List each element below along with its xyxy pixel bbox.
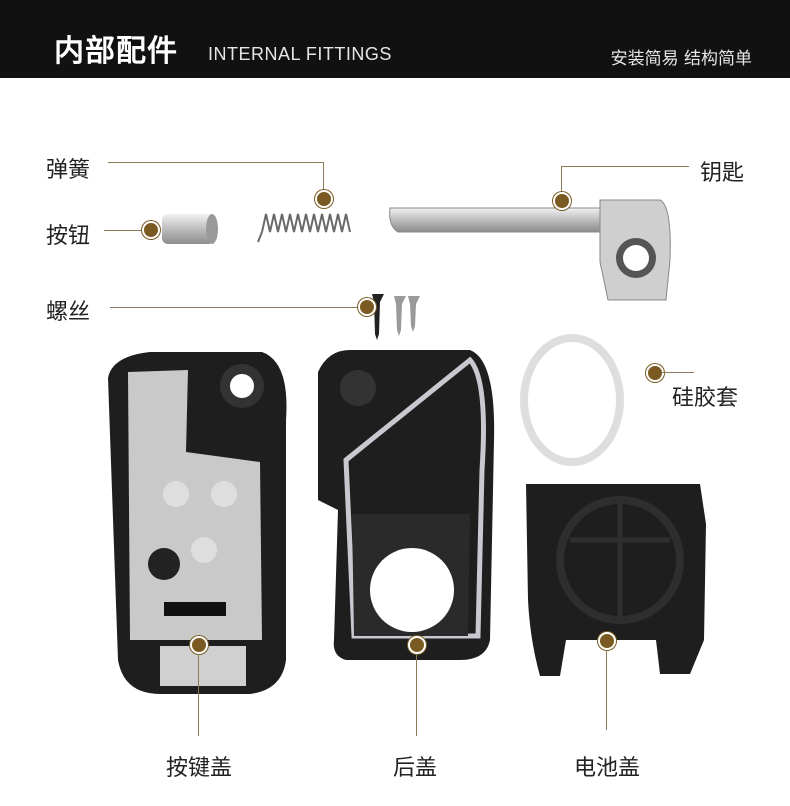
key-blade-part bbox=[389, 199, 671, 301]
label-button: 按钮 bbox=[46, 224, 91, 249]
callout-line bbox=[108, 162, 324, 163]
label-silicone-cover: 硅胶套 bbox=[672, 386, 739, 411]
callout-line bbox=[110, 307, 360, 308]
label-spring: 弹簧 bbox=[46, 158, 91, 183]
silicone-ring-part bbox=[520, 334, 624, 466]
page-title: 内部配件 bbox=[54, 34, 178, 69]
battery-cover-part bbox=[526, 484, 706, 676]
spring-part bbox=[257, 213, 351, 243]
callout-line bbox=[662, 372, 694, 373]
callout-dot bbox=[646, 364, 664, 382]
callout-dot bbox=[598, 632, 616, 650]
callout-dot bbox=[190, 636, 208, 654]
page-tagline: 安装简易 结构简单 bbox=[610, 49, 752, 69]
callout-dot bbox=[408, 636, 426, 654]
callout-dot bbox=[553, 192, 571, 210]
page-subtitle: INTERNAL FITTINGS bbox=[208, 44, 392, 64]
back-cover-part bbox=[318, 350, 495, 660]
button-cover-part bbox=[108, 352, 287, 694]
callout-line bbox=[606, 650, 607, 730]
label-battery-cover: 电池盖 bbox=[574, 756, 641, 781]
callout-line bbox=[416, 654, 417, 736]
label-back-cover: 后盖 bbox=[393, 756, 438, 781]
callout-line bbox=[198, 654, 199, 736]
callout-line bbox=[561, 166, 689, 167]
callout-line bbox=[104, 230, 144, 231]
button-part bbox=[162, 214, 218, 244]
callout-dot bbox=[358, 298, 376, 316]
screws-part bbox=[372, 294, 420, 340]
header-bar: 内部配件 INTERNAL FITTINGS 安装简易 结构简单 bbox=[0, 0, 790, 78]
callout-dot bbox=[315, 190, 333, 208]
callout-line bbox=[323, 162, 324, 192]
label-key-blade: 钥匙 bbox=[700, 161, 745, 186]
callout-line bbox=[561, 166, 562, 196]
label-button-cover: 按键盖 bbox=[166, 756, 233, 781]
label-screw: 螺丝 bbox=[46, 300, 91, 325]
callout-dot bbox=[142, 221, 160, 239]
